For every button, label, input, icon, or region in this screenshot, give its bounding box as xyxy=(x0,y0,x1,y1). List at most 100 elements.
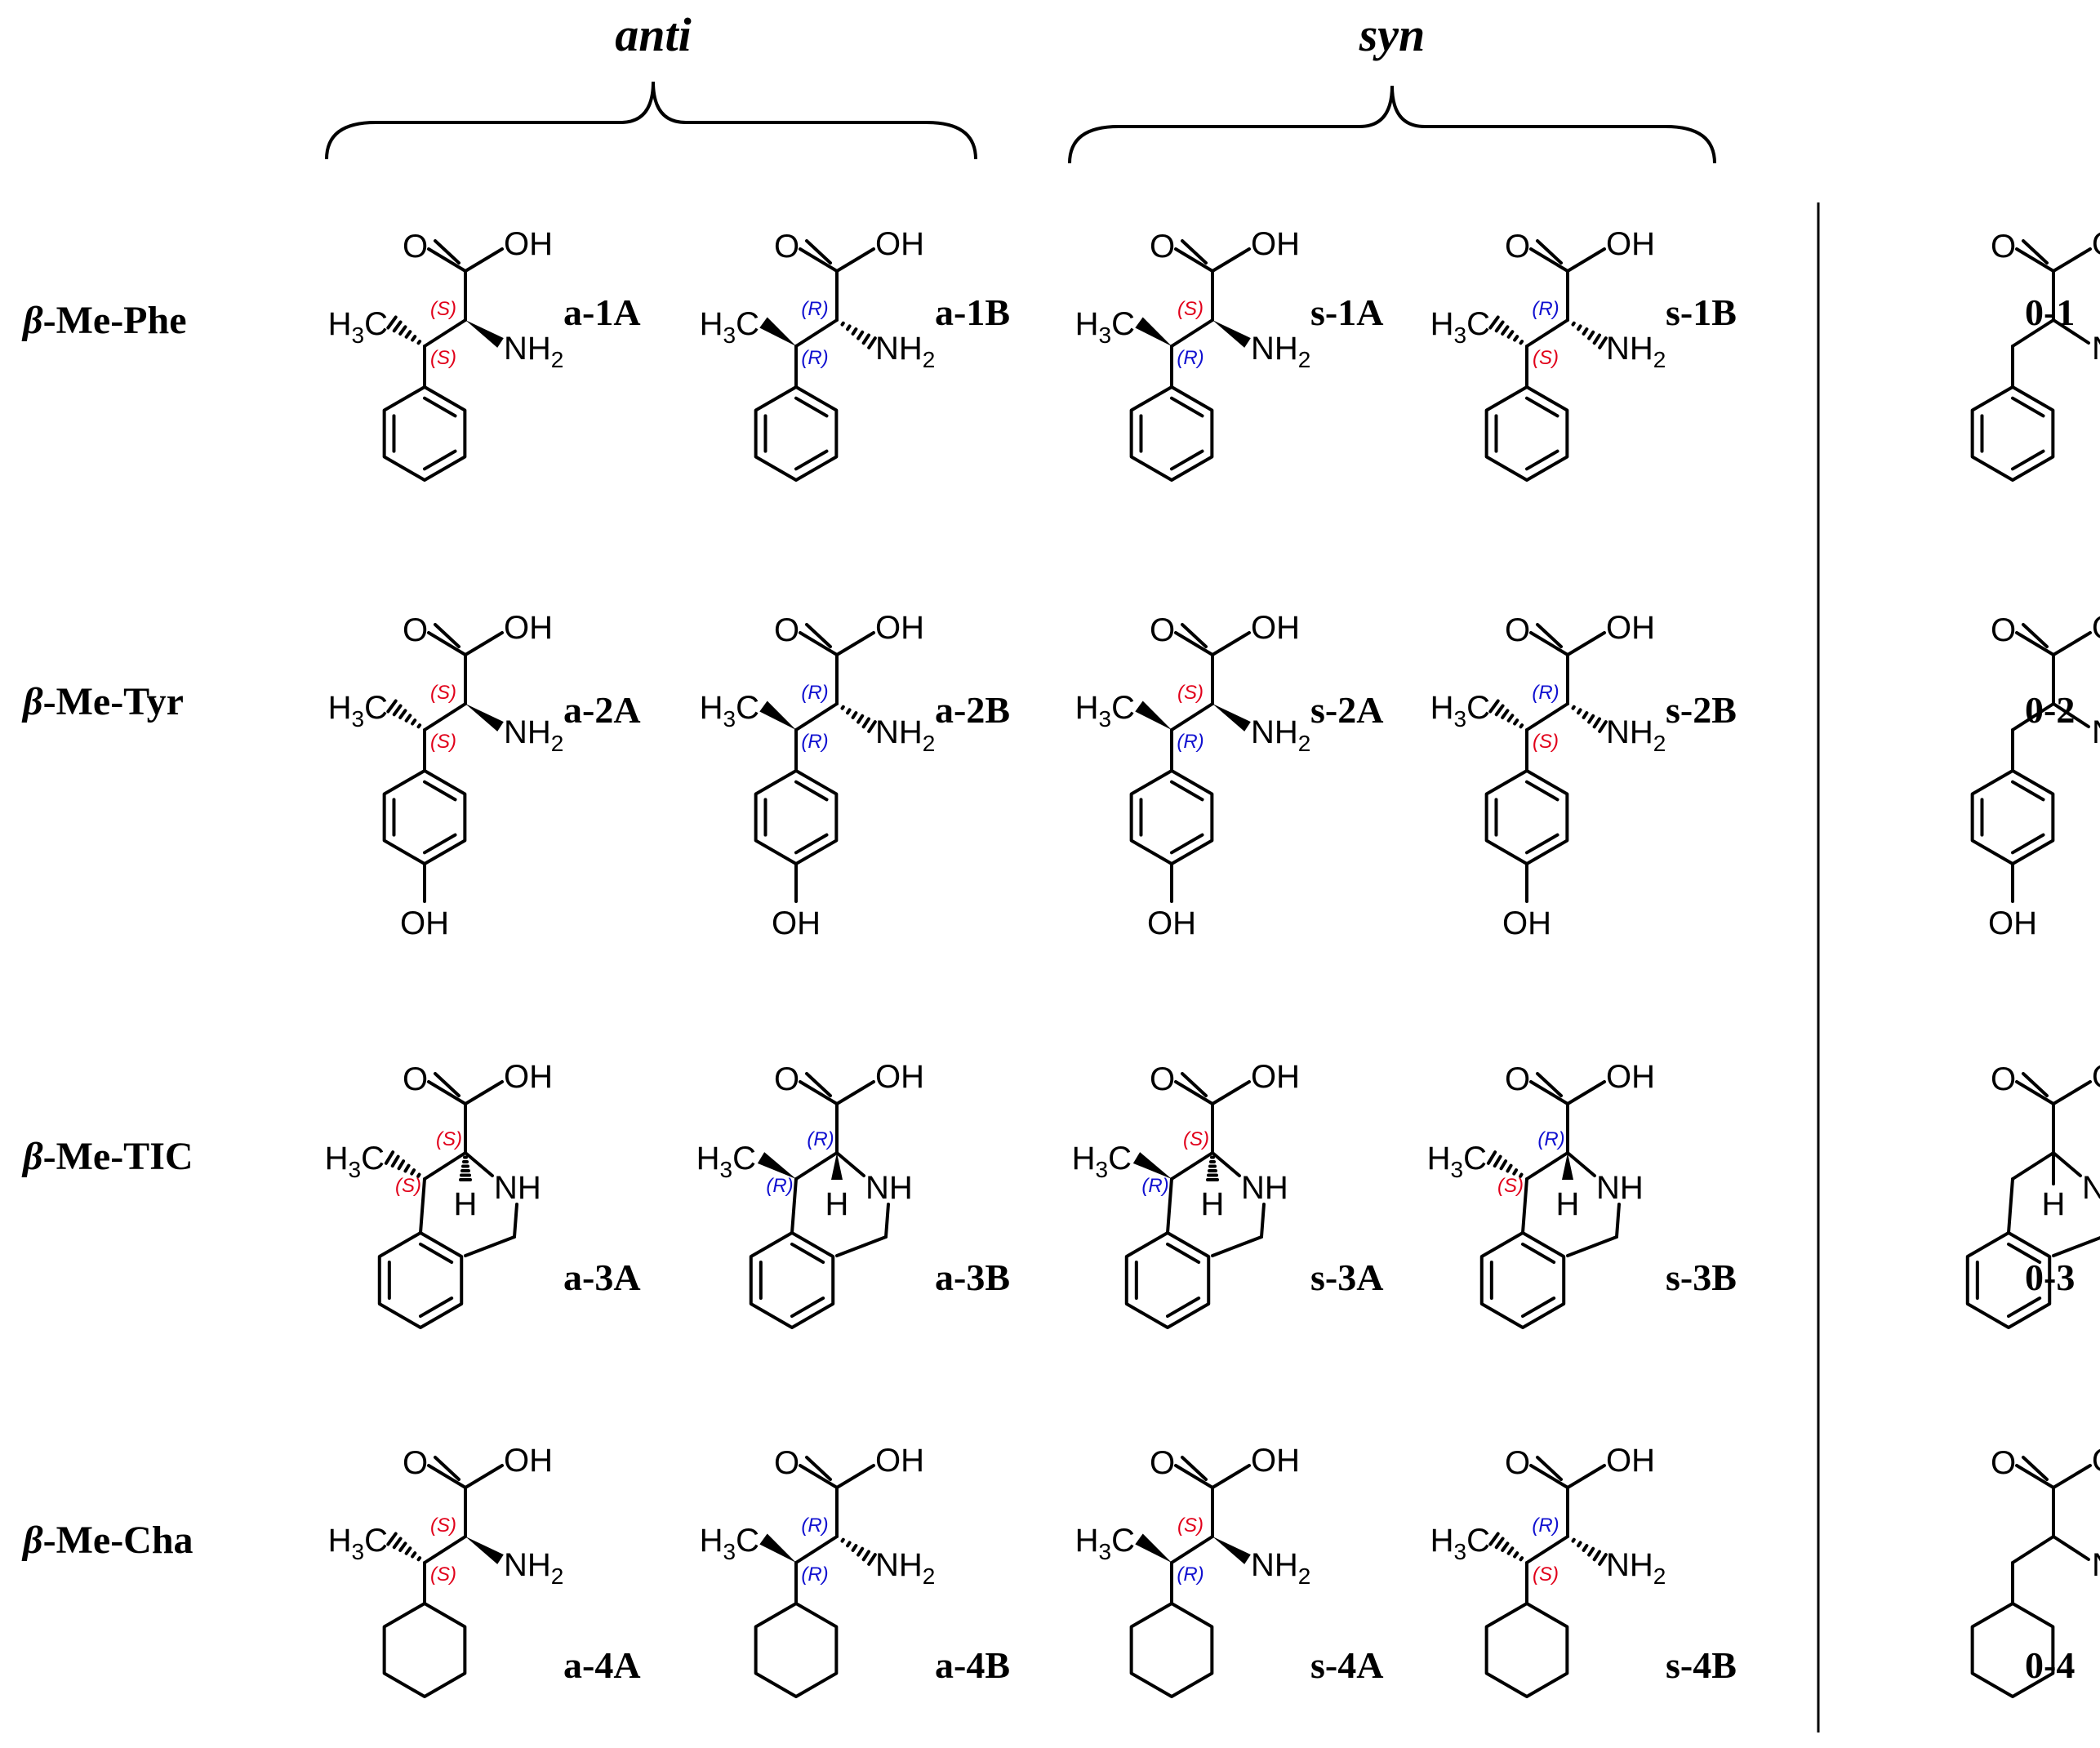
methyl-label: H3C xyxy=(1430,306,1490,348)
hash-line xyxy=(1519,340,1524,345)
hash-line xyxy=(392,320,403,333)
carbonyl-bond xyxy=(2015,631,2055,656)
cyclohexyl-ring xyxy=(1970,1602,2055,1698)
wedge-bond xyxy=(757,1152,796,1179)
hash-line xyxy=(1598,1553,1608,1566)
carbonyl-bond xyxy=(427,631,467,656)
amine-label: NH2 xyxy=(1606,331,1666,372)
carbonyl-oxygen-label: O xyxy=(403,1061,428,1097)
carbonyl-oxygen-label: O xyxy=(403,229,428,265)
carbonyl-oxygen-label: O xyxy=(774,1445,799,1481)
phenyl-ring xyxy=(1129,385,1214,482)
methyl-label: H3C xyxy=(700,690,759,732)
alpha-h-label: H xyxy=(1556,1186,1580,1222)
alpha-cip-label: (S) xyxy=(430,1514,456,1537)
carboxyl-hydroxyl-label: OH xyxy=(1251,1443,1300,1479)
hash-line xyxy=(404,330,412,339)
compound-id-label: a-3B xyxy=(935,1257,1010,1298)
hash-line xyxy=(398,709,407,719)
aromatic-double-bond xyxy=(790,1242,825,1264)
hash-line xyxy=(1577,708,1582,715)
carboxyl-hydroxyl-label: OH xyxy=(504,1059,553,1095)
carbonyl-bond xyxy=(799,247,839,273)
carbonyl-double-bond xyxy=(2022,1072,2049,1097)
bond xyxy=(794,318,839,348)
compound-0-3: OOHNHH0-3 xyxy=(1965,1059,2100,1329)
bond xyxy=(423,1535,467,1564)
hash-line xyxy=(1501,1541,1510,1552)
hash-line xyxy=(416,1556,422,1562)
hash-line xyxy=(1506,1546,1515,1555)
bond xyxy=(1525,702,1569,732)
alpha-h-label: H xyxy=(825,1186,849,1222)
carbonyl-double-bond xyxy=(805,1456,832,1481)
bond xyxy=(1525,1535,1569,1564)
methyl-label: H3C xyxy=(1072,1141,1132,1182)
carboxyl-hydroxyl-label: OH xyxy=(1251,610,1300,646)
bond xyxy=(794,702,839,732)
phenyl-ring xyxy=(1129,769,1214,865)
hash-line xyxy=(1519,1556,1524,1562)
amine-label: NH2 xyxy=(2092,331,2100,372)
carbonyl-double-bond xyxy=(434,239,460,265)
alpha-cip-label: (R) xyxy=(807,1128,834,1150)
wedge-bond xyxy=(1135,317,1172,346)
carboxyl-hydroxyl-label: OH xyxy=(2092,610,2100,646)
bond xyxy=(423,702,467,732)
aromatic-double-bond xyxy=(1525,396,1559,418)
ring-ch2-bond xyxy=(835,1235,888,1257)
hash-line xyxy=(416,340,422,345)
hash-line xyxy=(1582,711,1589,719)
amine-label: NH2 xyxy=(875,1547,935,1589)
aromatic-double-bond xyxy=(2011,833,2045,855)
aromatic-double-bond xyxy=(790,1297,825,1319)
compound-0-4: OOHNH20-4 xyxy=(1970,1443,2100,1698)
hash-line xyxy=(1493,1154,1502,1168)
beta-cip-label: (R) xyxy=(1177,1563,1203,1586)
beta-cip-label: (S) xyxy=(1497,1175,1524,1197)
carboxyl-hydroxyl-label: OH xyxy=(504,1443,553,1479)
compound-id-label: s-3A xyxy=(1310,1257,1383,1298)
hash-line xyxy=(1571,1537,1576,1543)
alpha-cip-label: (R) xyxy=(1532,682,1559,704)
alpha-cip-label: (R) xyxy=(801,1514,828,1537)
alpha-cip-label: (R) xyxy=(801,298,828,320)
syn-brace xyxy=(1068,85,1716,164)
amine-label: NH2 xyxy=(504,714,563,756)
compound-id-label: s-2B xyxy=(1666,689,1737,731)
compound-id-label: s-1B xyxy=(1666,291,1737,333)
compound-id-label: a-2B xyxy=(935,689,1010,731)
benzo-ring xyxy=(749,1231,835,1329)
beta-cip-label: (S) xyxy=(430,731,456,753)
carbonyl-double-bond xyxy=(805,623,832,648)
carboxyl-hydroxyl-label: OH xyxy=(1251,1059,1300,1095)
hash-line xyxy=(1486,1150,1497,1165)
aromatic-double-bond xyxy=(2011,449,2045,471)
carbonyl-bond xyxy=(799,631,839,656)
carbonyl-double-bond xyxy=(2022,1456,2049,1481)
beta-cip-label: (S) xyxy=(1533,1563,1559,1586)
carboxyl-hydroxyl-label: OH xyxy=(875,1059,924,1095)
row-label: β-Me-Phe xyxy=(21,299,187,342)
methyl-label: H3C xyxy=(325,1141,385,1182)
compound-id-label: s-3B xyxy=(1666,1257,1737,1298)
ring-ch2-bond xyxy=(2052,1236,2100,1257)
wedge-bond xyxy=(465,704,504,732)
amine-label: NH2 xyxy=(2092,1547,2100,1589)
amine-label: NH2 xyxy=(1251,331,1310,372)
hydroxyl-bond xyxy=(2052,1464,2092,1489)
alpha-cip-label: (R) xyxy=(1537,1128,1564,1150)
bond xyxy=(1170,702,1214,732)
aromatic-double-bond xyxy=(1166,1242,1201,1264)
wedge-bond xyxy=(1562,1153,1573,1180)
amine-label: NH2 xyxy=(504,1547,563,1589)
hash-line xyxy=(386,315,398,330)
alpha-cip-label: (S) xyxy=(1183,1128,1209,1150)
bond xyxy=(2007,1177,2014,1234)
hash-line xyxy=(1587,714,1595,724)
